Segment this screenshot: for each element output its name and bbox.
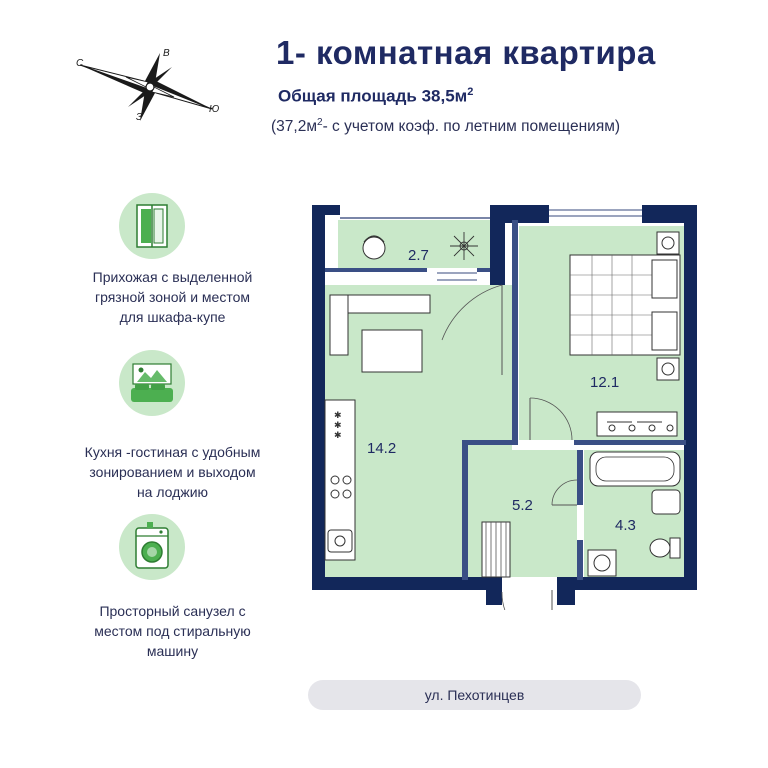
total-area: Общая площадь 38,5м2 <box>278 86 473 107</box>
svg-text:✱: ✱ <box>334 411 342 421</box>
feature-bathroom-text: Просторный санузел с местом под стиральн… <box>40 601 305 661</box>
room-area-loggia: 2.7 <box>408 247 429 264</box>
area-note-suffix: - с учетом коэф. по летним помещениям) <box>322 118 621 136</box>
feature-hallway-text: Прихожая с выделенной грязной зоной и ме… <box>40 267 305 327</box>
compass-south-label: Ю <box>209 104 219 115</box>
feature-line: Прихожая с выделенной <box>92 269 253 285</box>
feature-line: машину <box>146 643 199 659</box>
room-area-bathroom: 4.3 <box>615 517 636 534</box>
feature-line: зонированием и выходом <box>89 464 256 480</box>
street-label-bar: ул. Пехотинцев <box>308 680 641 710</box>
sofa-icon <box>119 350 185 416</box>
area-note: (37,2м2- с учетом коэф. по летним помеще… <box>271 117 620 136</box>
feature-line: на лоджию <box>136 484 209 500</box>
compass-icon: С В Ю З <box>76 48 219 123</box>
page-title: 1- комнатная квартира <box>276 34 656 71</box>
compass-north-label: С <box>76 58 84 69</box>
room-area-bedroom: 12.1 <box>590 374 619 391</box>
compass-east-label: В <box>163 48 170 59</box>
feature-line: местом под стиральную <box>94 623 251 639</box>
feature-kitchen-text: Кухня -гостиная с удобным зонированием и… <box>40 442 305 502</box>
area-note-sup: 2 <box>317 117 323 128</box>
washing-machine-icon <box>119 514 185 580</box>
feature-line: Просторный санузел с <box>99 603 246 619</box>
total-area-text: Общая площадь 38,5м <box>278 86 468 106</box>
area-note-prefix: (37,2м <box>271 118 317 136</box>
floor-plan: ✱ ✱ ✱ <box>312 205 697 610</box>
room-area-hall: 5.2 <box>512 497 533 514</box>
feature-line: Кухня -гостиная с удобным <box>84 444 261 460</box>
compass-west-label: З <box>136 112 142 123</box>
svg-text:✱: ✱ <box>334 431 342 441</box>
svg-text:✱: ✱ <box>334 421 342 431</box>
street-name: ул. Пехотинцев <box>424 687 525 703</box>
total-area-sup: 2 <box>467 86 474 98</box>
feature-line: грязной зоной и местом <box>94 289 251 305</box>
wardrobe-icon <box>119 193 185 259</box>
room-area-kitchen-living: 14.2 <box>367 440 396 457</box>
feature-line: для шкафа-купе <box>119 309 226 325</box>
